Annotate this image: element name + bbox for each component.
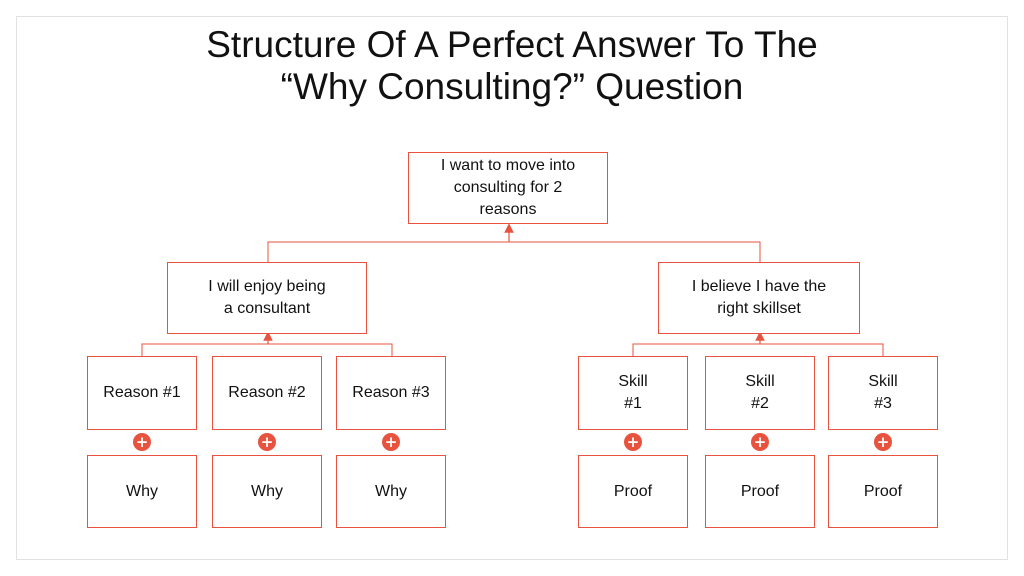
plus-icon: + (624, 433, 642, 451)
why-box-1: Why (87, 455, 197, 528)
plus-icon: + (874, 433, 892, 451)
connector-root (267, 241, 761, 262)
proof-box-3: Proof (828, 455, 938, 528)
reason-text: Reason #3 (352, 384, 430, 401)
connector-left (141, 343, 393, 356)
skill-box-1: Skill #1 (578, 356, 688, 430)
plus-icon: + (382, 433, 400, 451)
skill-text: Skill #3 (868, 373, 898, 412)
root-text: I want to move into consulting for 2 rea… (440, 157, 576, 218)
skill-text: Skill #1 (618, 373, 648, 412)
plus-icon: + (258, 433, 276, 451)
reason-box-3: Reason #3 (336, 356, 446, 430)
title-line-1: Structure Of A Perfect Answer To The (206, 24, 818, 65)
page-title: Structure Of A Perfect Answer To The “Wh… (0, 24, 1024, 108)
left-branch-text: I will enjoy being a consultant (208, 278, 326, 317)
why-text: Why (251, 482, 283, 500)
plus-icon: + (133, 433, 151, 451)
proof-text: Proof (740, 482, 780, 500)
plus-icon: + (751, 433, 769, 451)
skill-box-3: Skill #3 (828, 356, 938, 430)
connector-right (632, 343, 884, 356)
right-branch-box: I believe I have the right skillset (658, 262, 860, 334)
reason-box-1: Reason #1 (87, 356, 197, 430)
left-branch-box: I will enjoy being a consultant (167, 262, 367, 334)
why-box-2: Why (212, 455, 322, 528)
root-box: I want to move into consulting for 2 rea… (408, 152, 608, 224)
proof-box-2: Proof (705, 455, 815, 528)
right-branch-text: I believe I have the right skillset (691, 278, 827, 317)
proof-text: Proof (613, 482, 653, 500)
skill-text: Skill #2 (745, 373, 775, 412)
why-text: Why (375, 482, 407, 500)
skill-box-2: Skill #2 (705, 356, 815, 430)
why-box-3: Why (336, 455, 446, 528)
reason-text: Reason #2 (228, 384, 306, 401)
reason-text: Reason #1 (103, 384, 181, 401)
proof-text: Proof (863, 482, 903, 500)
why-text: Why (126, 482, 158, 500)
title-line-2: “Why Consulting?” Question (280, 66, 744, 107)
reason-box-2: Reason #2 (212, 356, 322, 430)
proof-box-1: Proof (578, 455, 688, 528)
